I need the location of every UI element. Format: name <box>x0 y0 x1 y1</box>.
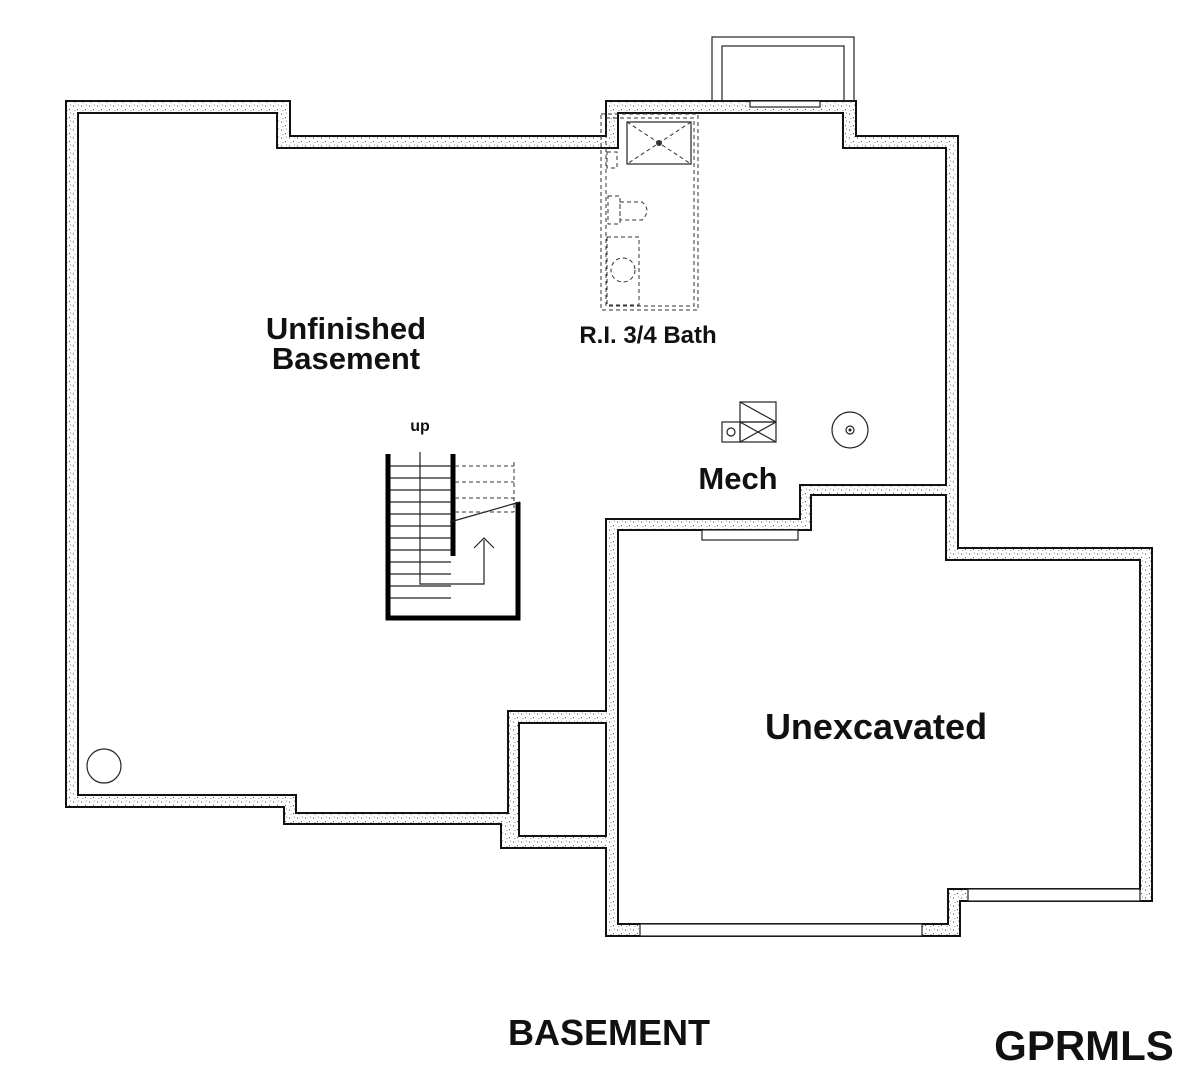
shower-icon <box>626 121 692 165</box>
unfinished-basement-label-line1: Unfinished <box>266 311 426 346</box>
stairs[interactable] <box>385 452 521 621</box>
sink-icon <box>606 236 640 306</box>
bath-fixtures <box>600 113 699 311</box>
mech-equipment <box>721 401 777 443</box>
main-foundation-walls <box>65 100 1153 937</box>
floor-title: BASEMENT <box>508 1012 710 1053</box>
toilet-icon <box>607 195 648 225</box>
bath-label: R.I. 3/4 Bath <box>579 322 716 349</box>
stair-direction-arrow <box>419 452 495 585</box>
brand-watermark: GPRMLS <box>994 1022 1174 1069</box>
window-well <box>711 36 855 108</box>
stair-up-label: up <box>410 418 430 435</box>
water-heater-icon <box>831 411 869 449</box>
unexcavated-label: Unexcavated <box>765 706 987 747</box>
window-openings <box>639 529 1141 937</box>
mech-label: Mech <box>698 461 777 496</box>
unfinished-basement-label-line2: Basement <box>272 341 420 376</box>
sump-pit-icon <box>86 748 122 784</box>
